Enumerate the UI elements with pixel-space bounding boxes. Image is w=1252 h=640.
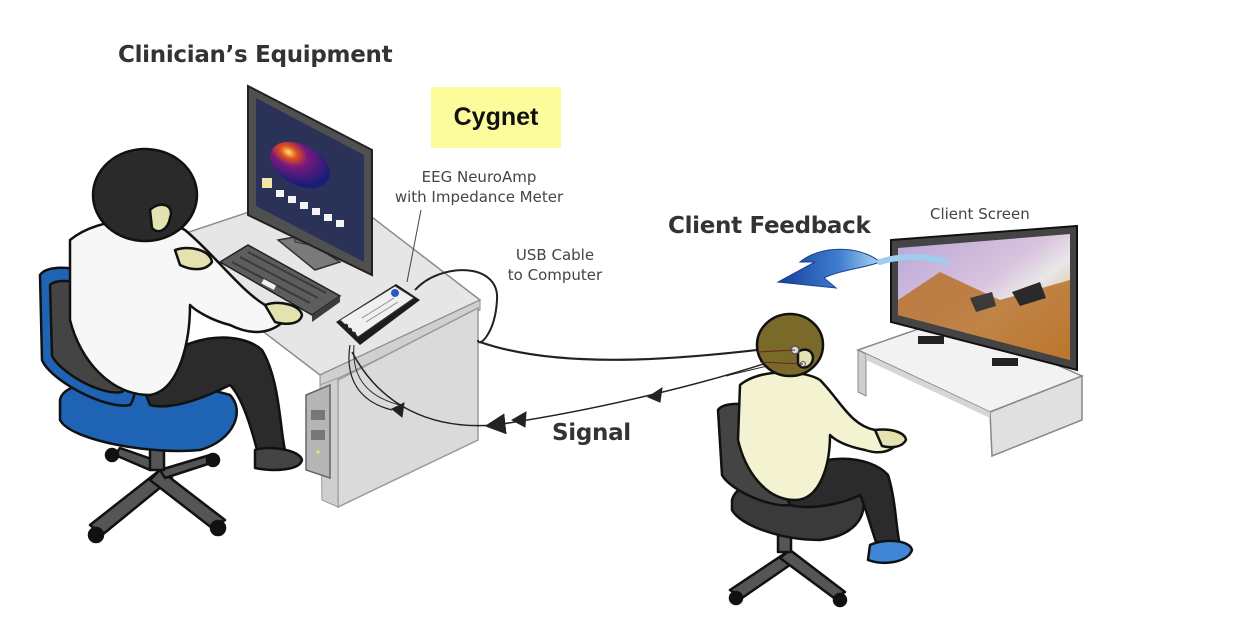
brain-map-heatmap [270, 141, 330, 189]
signal-arrow-head-2 [510, 411, 527, 428]
neuroamp-leader-line [406, 209, 422, 283]
keyboard [218, 244, 342, 322]
signal-arrow-head-1 [646, 386, 663, 403]
clinician-figure [38, 147, 304, 544]
cables [348, 209, 791, 435]
client-figure [716, 312, 914, 608]
signal-arrow-head-3 [391, 402, 405, 418]
signal-label: Signal [552, 420, 631, 446]
client-feedback-arrow [776, 248, 881, 289]
usb-cable-caption: USB Cable to Computer [493, 245, 617, 285]
electrode-cable [479, 340, 791, 361]
clinician-monitor [247, 84, 373, 277]
usb-caption-line1: USB Cable [515, 246, 595, 264]
cygnet-label: Cygnet [453, 103, 539, 131]
usb-cable [414, 269, 499, 344]
pc-tower [305, 383, 331, 480]
device-led-icon [391, 289, 399, 297]
signal-path [351, 351, 791, 435]
cygnet-badge: Cygnet [431, 87, 561, 148]
neuroamp-caption-line1: EEG NeuroAmp [421, 168, 537, 186]
client-screen-caption: Client Screen [930, 205, 1030, 223]
neuroamp-caption: EEG NeuroAmp with Impedance Meter [388, 167, 570, 207]
client-feedback-heading: Client Feedback [668, 213, 871, 239]
clinician-desk [148, 184, 482, 509]
eeg-neuroamp-device [336, 284, 420, 345]
usb-caption-line2: to Computer [507, 266, 603, 284]
neuroamp-caption-line2: with Impedance Meter [394, 188, 564, 206]
clinician-equipment-heading: Clinician’s Equipment [118, 42, 393, 68]
